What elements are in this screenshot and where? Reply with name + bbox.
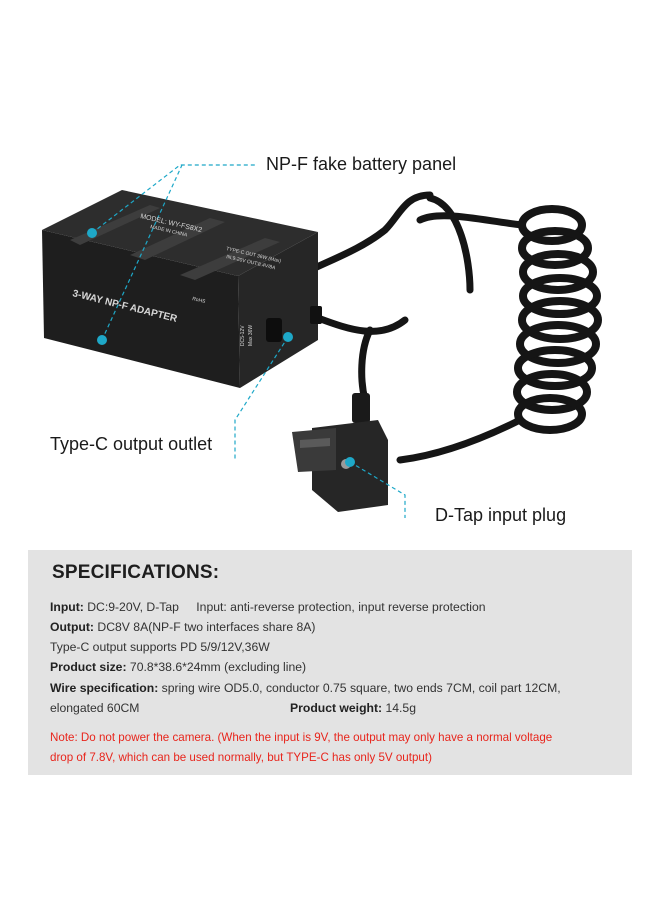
spec-wire-line: Wire specification: spring wire OD5.0, c… [50, 681, 561, 695]
spec-input-label: Input: [50, 600, 84, 614]
spec-input-extra: Input: anti-reverse protection, input re… [196, 600, 486, 614]
spec-size-line: Product size: 70.8*38.6*24mm (excluding … [50, 660, 306, 674]
spec-size-label: Product size: [50, 660, 127, 674]
spec-output-label: Output: [50, 620, 94, 634]
callout-dtap-label: D-Tap input plug [435, 505, 567, 525]
dtap-plug [292, 393, 388, 512]
device-port-spec-1: DC5-12V [240, 325, 246, 346]
specifications-title: SPECIFICATIONS: [52, 562, 220, 583]
callout-panel-label: NP-F fake battery panel [266, 154, 457, 174]
device-rohs-label: RoHS [192, 296, 207, 305]
spec-input-line: Input: DC:9-20V, D-Tap Input: anti-rever… [50, 600, 486, 614]
callout-lines [91, 164, 406, 518]
spec-weight-label: Product weight: [290, 701, 383, 715]
spec-typec-line: Type-C output supports PD 5/9/12V,36W [50, 640, 270, 654]
spec-output-value: DC8V 8A(NP-F two interfaces share 8A) [97, 620, 316, 634]
spec-wire-value-2: elongated 60CM [50, 701, 140, 715]
spec-weight-line: Product weight: 14.5g [290, 701, 416, 715]
callout-dots [87, 228, 355, 467]
adapter-illustration: MODEL: WY-FS8X2 MADE IN CHINA TYPE-C OUT… [42, 164, 602, 518]
specifications-panel: SPECIFICATIONS: Input: DC:9-20V, D-Tap I… [28, 550, 632, 775]
spec-wire-value: spring wire OD5.0, conductor 0.75 square… [161, 681, 561, 695]
spec-weight-value: 14.5g [385, 701, 416, 715]
battery-body [42, 190, 322, 388]
device-port-spec-2: Max 36W [248, 325, 254, 346]
spec-input-value: DC:9-20V, D-Tap [87, 600, 179, 614]
callout-typec-label: Type-C output outlet [50, 434, 213, 454]
product-image: MODEL: WY-FS8X2 MADE IN CHINA TYPE-C OUT… [42, 154, 602, 525]
spec-wire-line-2: elongated 60CM [50, 701, 139, 715]
spec-wire-label: Wire specification: [50, 681, 159, 695]
spec-size-value: 70.8*38.6*24mm (excluding line) [129, 660, 307, 674]
coiled-cable [296, 191, 602, 464]
spec-note-line-1: Note: Do not power the camera. (When the… [50, 731, 553, 744]
spec-output-line: Output: DC8V 8A(NP-F two interfaces shar… [50, 620, 316, 634]
spec-note-line-2: drop of 7.8V, which can be used normally… [50, 751, 432, 764]
